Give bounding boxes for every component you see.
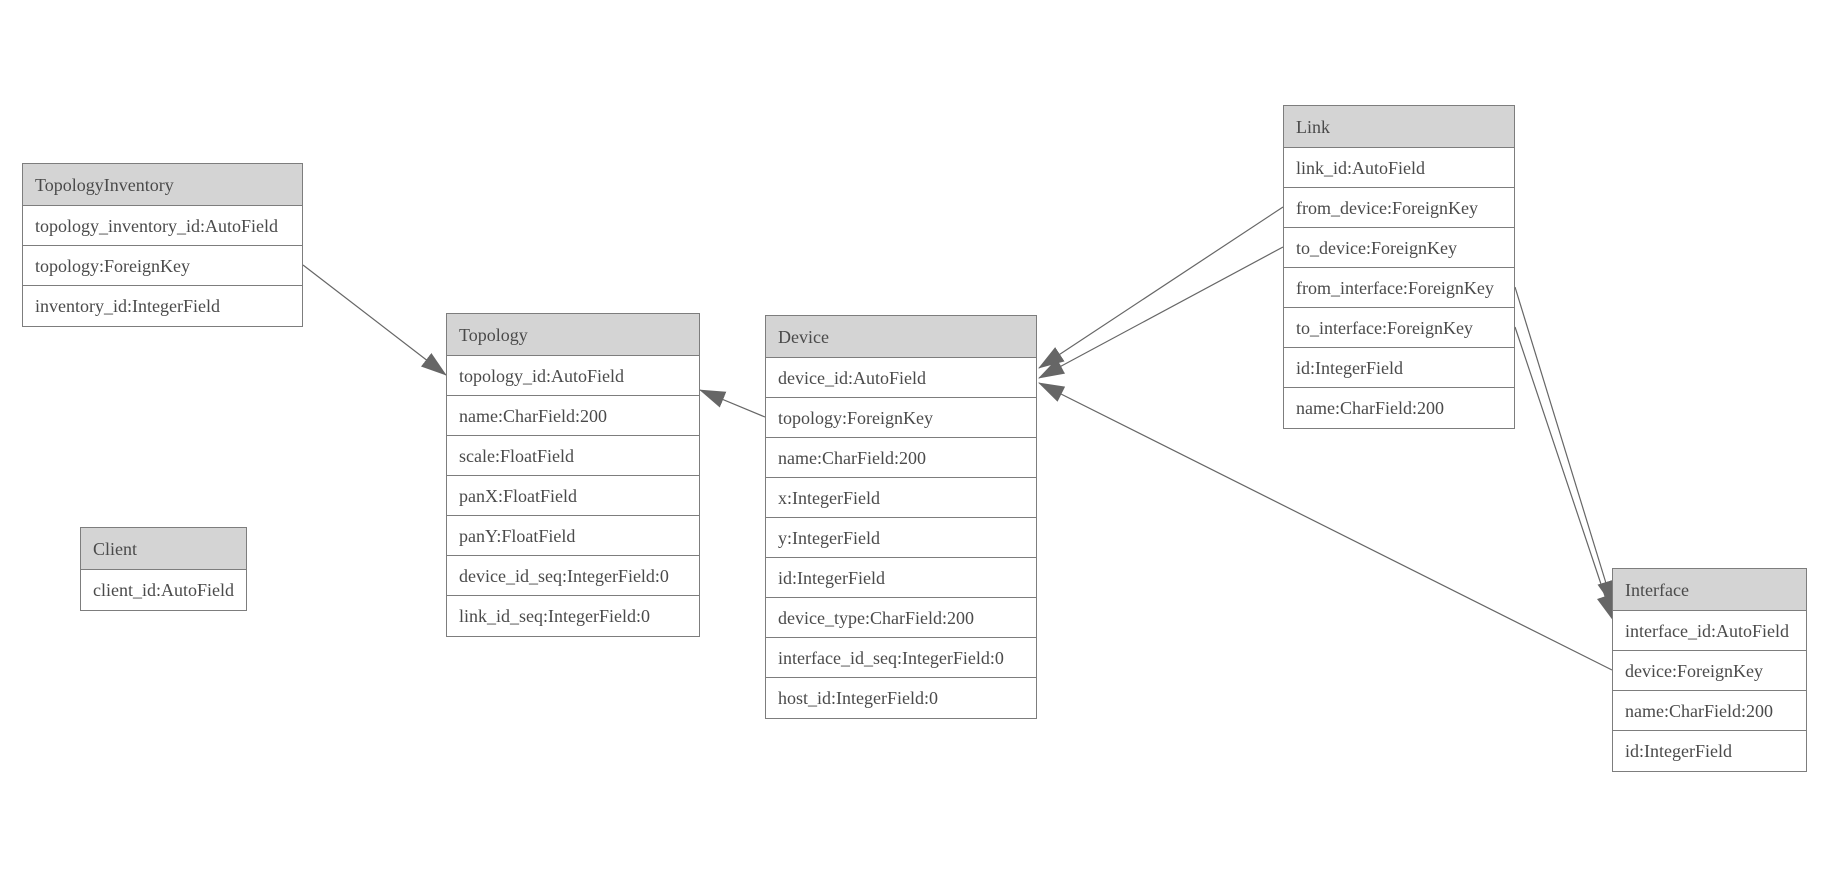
entity-title: Device bbox=[766, 316, 1036, 358]
entity-title: Link bbox=[1284, 106, 1514, 148]
field-row: id:IntegerField bbox=[1613, 731, 1806, 771]
field-row: interface_id:AutoField bbox=[1613, 611, 1806, 651]
field-row: device_id:AutoField bbox=[766, 358, 1036, 398]
field-row: topology:ForeignKey bbox=[766, 398, 1036, 438]
edge-device-topology bbox=[699, 389, 766, 418]
entity-title: Interface bbox=[1613, 569, 1806, 611]
entity-title: TopologyInventory bbox=[23, 164, 302, 206]
field-row: panY:FloatField bbox=[447, 516, 699, 556]
field-row: scale:FloatField bbox=[447, 436, 699, 476]
edge-link-to_interface-interface bbox=[1514, 326, 1614, 621]
field-row: interface_id_seq:IntegerField:0 bbox=[766, 638, 1036, 678]
field-row: topology_id:AutoField bbox=[447, 356, 699, 396]
field-row: to_device:ForeignKey bbox=[1284, 228, 1514, 268]
field-row: name:CharField:200 bbox=[766, 438, 1036, 478]
edge-topologyinventory-topology bbox=[302, 264, 447, 376]
field-row: name:CharField:200 bbox=[1613, 691, 1806, 731]
field-row: device:ForeignKey bbox=[1613, 651, 1806, 691]
field-row: y:IntegerField bbox=[766, 518, 1036, 558]
field-row: id:IntegerField bbox=[1284, 348, 1514, 388]
field-row: host_id:IntegerField:0 bbox=[766, 678, 1036, 718]
field-row: panX:FloatField bbox=[447, 476, 699, 516]
field-row: device_id_seq:IntegerField:0 bbox=[447, 556, 699, 596]
edge-link-from_device-device bbox=[1038, 206, 1284, 369]
field-row: to_interface:ForeignKey bbox=[1284, 308, 1514, 348]
field-row: link_id:AutoField bbox=[1284, 148, 1514, 188]
field-row: from_device:ForeignKey bbox=[1284, 188, 1514, 228]
field-row: from_interface:ForeignKey bbox=[1284, 268, 1514, 308]
field-row: topology:ForeignKey bbox=[23, 246, 302, 286]
field-row: device_type:CharField:200 bbox=[766, 598, 1036, 638]
entity-title: Topology bbox=[447, 314, 699, 356]
field-row: x:IntegerField bbox=[766, 478, 1036, 518]
field-row: inventory_id:IntegerField bbox=[23, 286, 302, 326]
field-row: name:CharField:200 bbox=[1284, 388, 1514, 428]
field-row: name:CharField:200 bbox=[447, 396, 699, 436]
field-row: id:IntegerField bbox=[766, 558, 1036, 598]
edge-link-to_device-device bbox=[1038, 246, 1284, 379]
field-row: link_id_seq:IntegerField:0 bbox=[447, 596, 699, 636]
field-row: topology_inventory_id:AutoField bbox=[23, 206, 302, 246]
entity-title: Client bbox=[81, 528, 246, 570]
field-row: client_id:AutoField bbox=[81, 570, 246, 610]
edge-link-from_interface-interface bbox=[1514, 286, 1614, 607]
